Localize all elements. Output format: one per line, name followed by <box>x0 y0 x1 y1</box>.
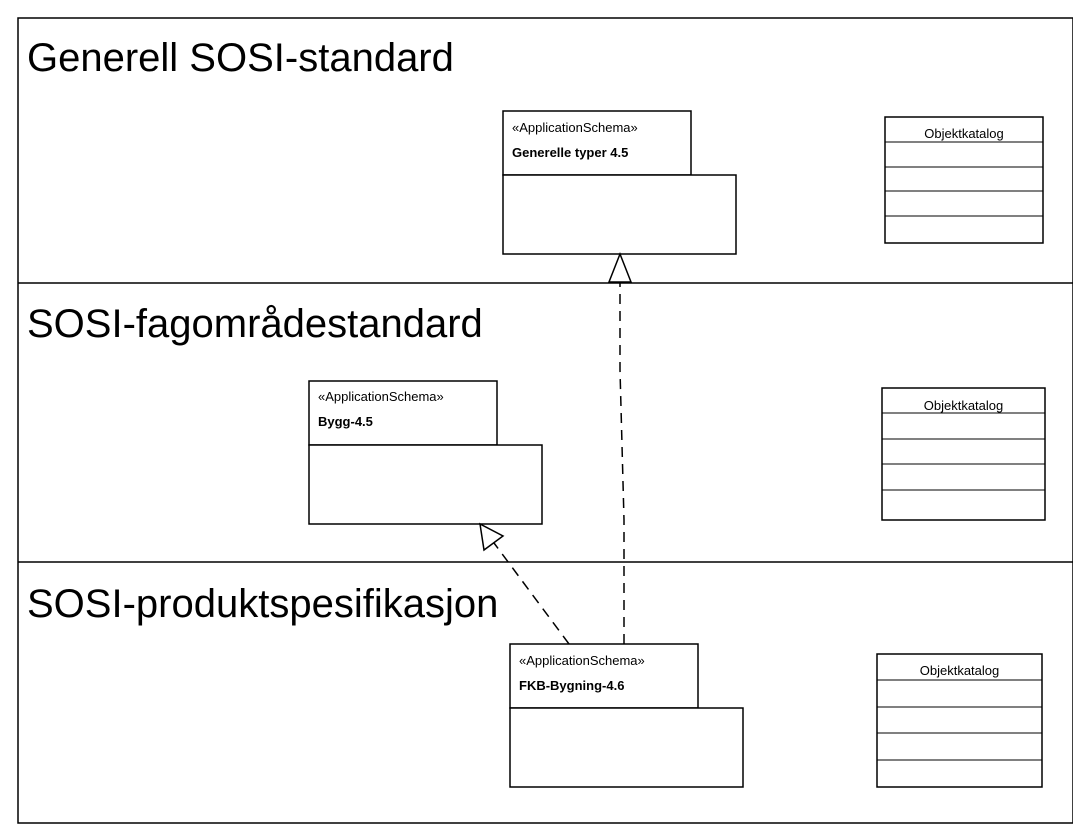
package-stereotype: «ApplicationSchema» <box>519 653 645 668</box>
package-tab <box>502 110 692 176</box>
package-name: Bygg-4.5 <box>318 414 373 429</box>
package-bygg[interactable] <box>308 380 543 525</box>
package-tab <box>308 380 498 446</box>
package-name: Generelle typer 4.5 <box>512 145 629 160</box>
hollow-arrowhead-icon <box>607 251 633 283</box>
catalog-label: Objektkatalog <box>924 126 1004 141</box>
catalog-box <box>881 387 1046 521</box>
objektkatalog-1[interactable] <box>884 116 1044 244</box>
package-name: FKB-Bygning-4.6 <box>519 678 625 693</box>
dependency-fkb-to-bygg[interactable] <box>479 522 570 645</box>
package-body <box>509 707 744 788</box>
package-stereotype: «ApplicationSchema» <box>512 120 638 135</box>
package-body <box>308 444 543 525</box>
band-title-fagomrade: SOSI-fagområdestandard <box>27 302 483 346</box>
objektkatalog-3[interactable] <box>876 653 1043 788</box>
package-generelle-typer[interactable] <box>502 110 737 255</box>
band-title-generell: Generell SOSI-standard <box>27 36 454 80</box>
diagram-frame <box>17 17 1073 824</box>
band-title-produktspesifikasjon: SOSI-produktspesifikasjon <box>27 582 499 626</box>
package-stereotype: «ApplicationSchema» <box>318 389 444 404</box>
package-body <box>502 174 737 255</box>
catalog-label: Objektkatalog <box>923 398 1004 413</box>
catalog-label: Objektkatalog <box>919 663 1000 678</box>
hollow-arrowhead-icon <box>479 522 505 552</box>
catalog-box <box>884 116 1044 244</box>
catalog-box <box>876 653 1043 788</box>
dependency-fkb-to-generelle[interactable] <box>607 251 633 644</box>
objektkatalog-2[interactable] <box>881 387 1046 521</box>
package-fkb-bygning[interactable] <box>509 643 744 788</box>
